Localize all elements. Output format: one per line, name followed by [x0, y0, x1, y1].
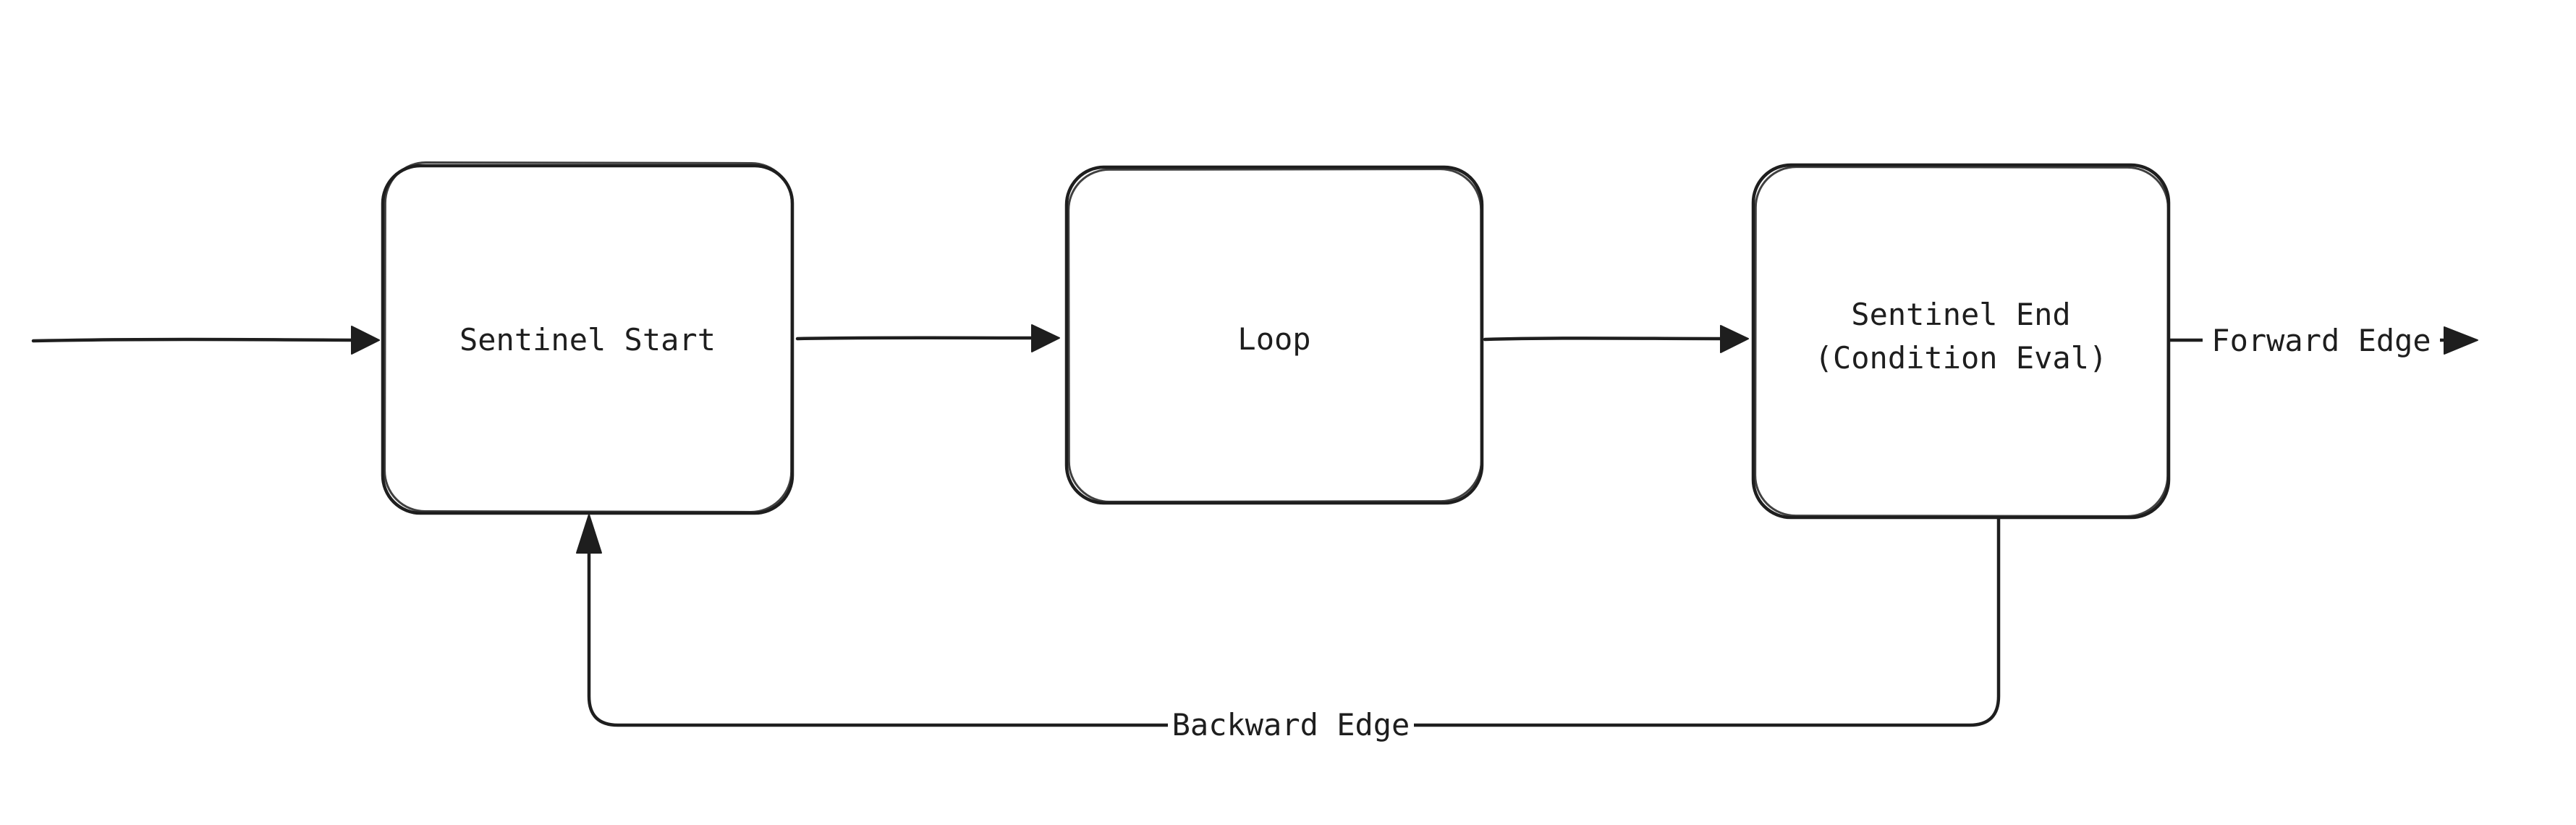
arrow-start-to-loop-arrowhead-icon	[1031, 324, 1060, 352]
entry-arrowhead-icon	[351, 326, 380, 355]
forward-edge-arrow: Forward Edge	[2168, 317, 2478, 363]
node-sentinel-start-shape-sketch	[384, 161, 793, 513]
backward-edge-line	[587, 516, 2001, 727]
arrow-loop-to-end-arrowhead-icon	[1720, 325, 1749, 353]
forward-edge-label-bg	[2203, 317, 2440, 363]
backward-edge-label: Backward Edge	[1172, 707, 1410, 742]
forward-edge-arrowhead-icon	[2444, 326, 2478, 355]
forward-edge-label: Forward Edge	[2211, 323, 2431, 358]
arrow-start-to-loop-line	[795, 336, 1035, 341]
node-loop-label: Loop	[1237, 321, 1310, 357]
node-sentinel-end-shape-sketch	[1754, 166, 2169, 517]
backward-edge-label-bg	[1168, 701, 1414, 748]
node-sentinel-end-label-line2: (Condition Eval)	[1815, 340, 2108, 376]
arrow-loop-to-end-line	[1483, 337, 1724, 342]
node-sentinel-start-label: Sentinel Start	[459, 322, 716, 358]
entry-arrow	[31, 326, 380, 355]
arrow-start-to-loop	[795, 324, 1060, 352]
backward-edge-arrow: Backward Edge	[576, 514, 2001, 748]
backward-edge-arrowhead-icon	[576, 514, 602, 554]
node-loop-shape-sketch	[1067, 168, 1483, 503]
node-loop: Loop	[1064, 165, 1484, 505]
node-sentinel-end: Sentinel End (Condition Eval)	[1751, 163, 2171, 520]
node-sentinel-end-label-line1: Sentinel End	[1851, 297, 2070, 332]
arrow-loop-to-end	[1483, 325, 1749, 353]
entry-arrow-line	[31, 337, 357, 343]
node-sentinel-start: Sentinel Start	[381, 161, 795, 515]
